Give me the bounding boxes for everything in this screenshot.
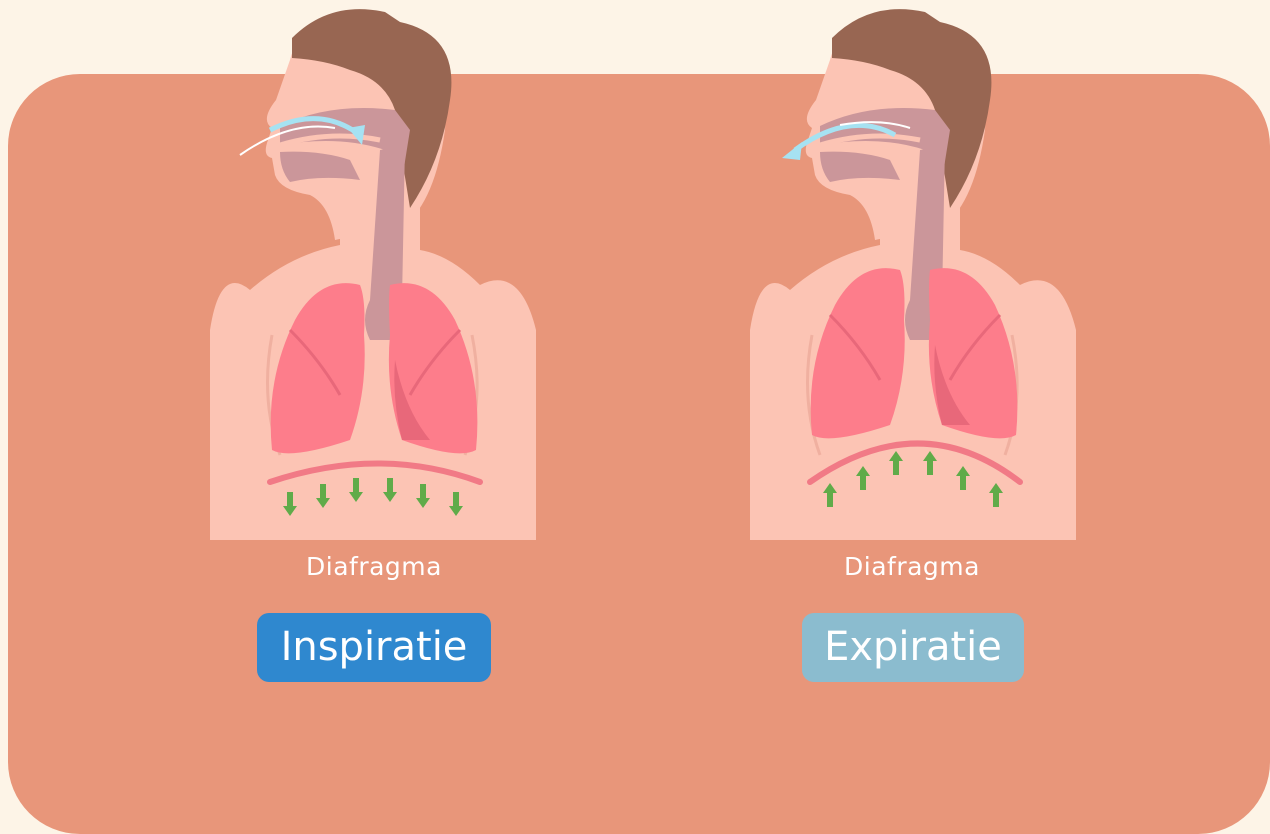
torso <box>750 200 1076 540</box>
inspiration-illustration <box>180 0 560 545</box>
diaphragm-caption-expiration: Diafragma <box>792 552 1032 581</box>
diaphragm-caption-inspiration: Diafragma <box>254 552 494 581</box>
torso <box>210 200 536 540</box>
expiration-label: Expiratie <box>802 613 1024 682</box>
inspiration-label: Inspiratie <box>257 613 491 682</box>
expiration-illustration <box>720 0 1100 545</box>
